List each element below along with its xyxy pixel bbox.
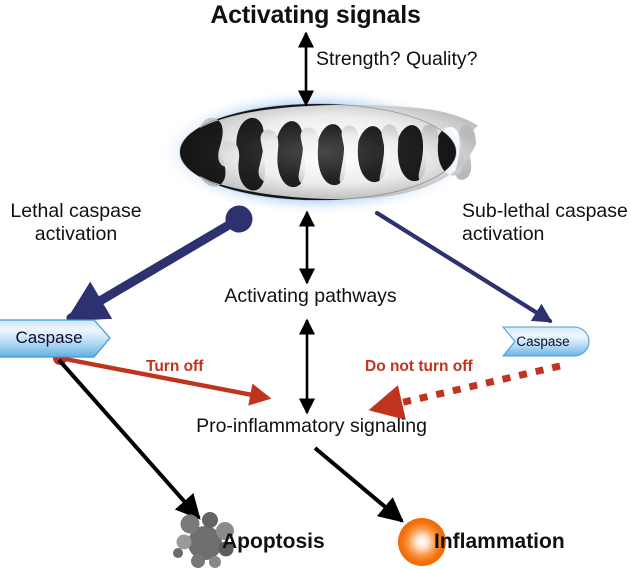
- arrow-caspase-to-apoptosis: [57, 358, 201, 520]
- caspase-right-label: Caspase: [516, 334, 570, 349]
- caspase-node-right[interactable]: [501, 326, 590, 357]
- label-turn-off: Turn off: [146, 358, 204, 375]
- inflammation-icon: [398, 518, 446, 566]
- arrow-proinflammatory-to-inflammation: [313, 446, 404, 523]
- label-inflammation: Inflammation: [434, 530, 565, 553]
- label-lethal-line1: Lethal caspase activation: [10, 200, 142, 245]
- label-do-not-turn-off: Do not turn off: [365, 358, 473, 375]
- label-lethal-caspase-activation: Lethal caspase activation: [2, 200, 150, 246]
- arrow-lethal-caspase-activation: [65, 205, 253, 323]
- arrow-turn-off: [52, 350, 272, 406]
- label-apoptosis: Apoptosis: [222, 530, 325, 553]
- arrow-do-not-turn-off: [368, 362, 561, 420]
- caspase-left-label: Caspase: [15, 328, 83, 347]
- label-sublethal-caspase-activation: Sub-lethal caspase activation: [462, 200, 628, 245]
- caspase-node-left[interactable]: [0, 319, 111, 358]
- page-title: Activating signals: [210, 1, 421, 29]
- mitochondrion-icon: [158, 88, 478, 216]
- label-strength-quality: Strength? Quality?: [316, 48, 478, 70]
- label-pro-inflammatory-signaling: Pro-inflammatory signaling: [196, 415, 427, 437]
- apoptosis-icon: [173, 512, 234, 568]
- label-activating-pathways: Activating pathways: [224, 285, 397, 307]
- arrow-sublethal-caspase-activation: [374, 210, 553, 324]
